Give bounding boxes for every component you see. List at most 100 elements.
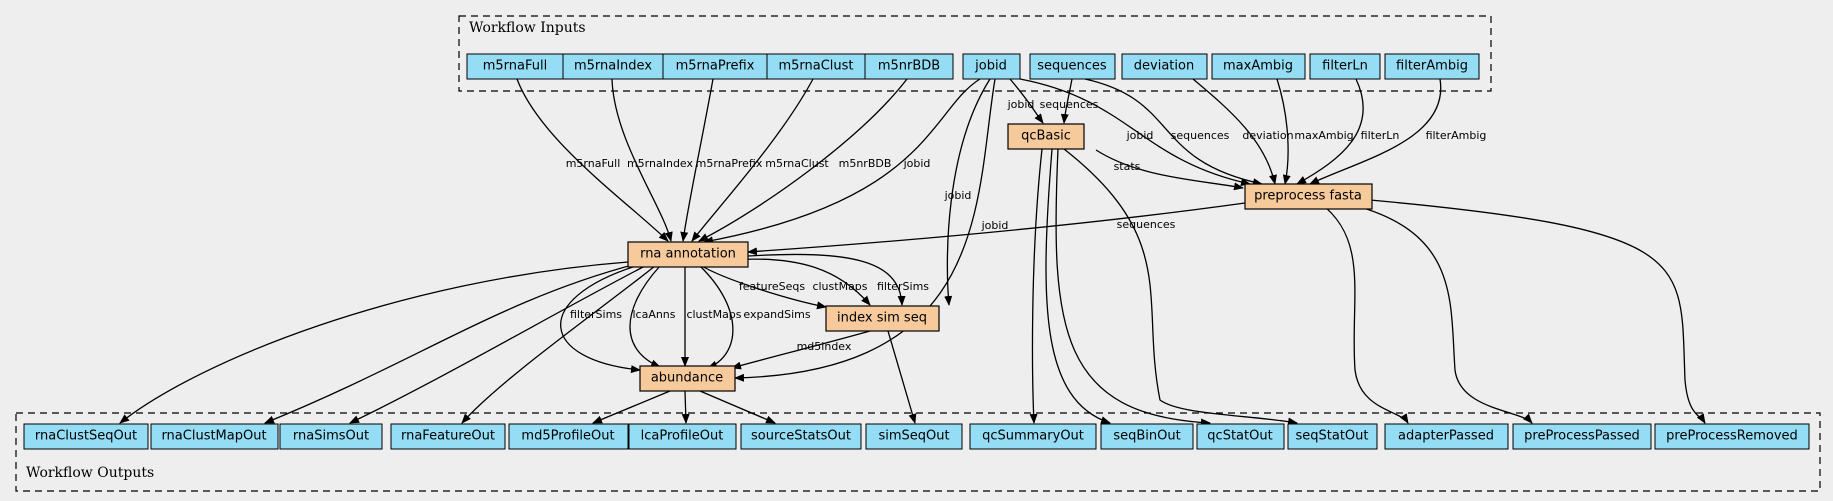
edge-pre-preProcessPassed xyxy=(1344,202,1533,424)
input-node-m5rnaIndex[interactable]: m5rnaIndex xyxy=(562,53,664,80)
edge-sequences-qc xyxy=(1060,78,1073,124)
edge-m5nrBDB xyxy=(698,78,908,242)
input-label-sequences: sequences xyxy=(1037,59,1107,74)
input-label-jobid: jobid xyxy=(974,59,1007,74)
output-label-qcSummaryOut: qcSummaryOut xyxy=(982,429,1084,444)
output-node-preProcessPassed[interactable]: preProcessPassed xyxy=(1512,423,1652,450)
edge-filterLn xyxy=(1296,78,1364,185)
edge-md5index xyxy=(731,330,871,370)
edge-label-m5nrBDB: m5nrBDB xyxy=(839,157,892,170)
input-node-m5rnaPrefix[interactable]: m5rnaPrefix xyxy=(662,53,768,80)
edge-rna-rnaFeatureOut xyxy=(461,265,656,424)
output-node-rnaFeatureOut[interactable]: rnaFeatureOut xyxy=(390,423,506,450)
edge-label-clustMaps-index: clustMaps xyxy=(812,280,867,293)
output-node-rnaSimsOut[interactable]: rnaSimsOut xyxy=(279,423,383,450)
edge-jobid-abundance xyxy=(734,78,996,382)
output-label-rnaFeatureOut: rnaFeatureOut xyxy=(401,429,495,444)
output-node-seqStatOut[interactable]: seqStatOut xyxy=(1287,423,1378,450)
edge-sequences-pre xyxy=(1084,78,1263,187)
edge-qc-qcSummaryOut xyxy=(1029,148,1043,424)
output-node-lcaProfileOut[interactable]: lcaProfileOut xyxy=(628,423,737,450)
output-node-qcStatOut[interactable]: qcStatOut xyxy=(1196,423,1285,450)
output-label-rnaSimsOut: rnaSimsOut xyxy=(293,429,369,444)
edge-label-sequences-pre: sequences xyxy=(1171,129,1230,142)
step-node-qcBasic[interactable]: qcBasic xyxy=(1007,123,1085,150)
edge-qc-qcStatOut xyxy=(1055,148,1211,427)
step-node-rna-annotation[interactable]: rna annotation xyxy=(627,241,749,268)
edge-label-jobid-abundance: jobid xyxy=(981,219,1009,232)
input-node-maxAmbig[interactable]: maxAmbig xyxy=(1211,53,1306,80)
edge-m5rnaIndex xyxy=(611,78,673,242)
output-node-qcSummaryOut[interactable]: qcSummaryOut xyxy=(969,423,1097,450)
output-label-seqStatOut: seqStatOut xyxy=(1295,429,1368,444)
output-node-adapterPassed[interactable]: adapterPassed xyxy=(1384,423,1509,450)
step-label-qcBasic: qcBasic xyxy=(1021,129,1071,144)
input-label-m5nrBDB: m5nrBDB xyxy=(878,59,940,74)
edge-pre-preProcessRemoved xyxy=(1369,199,1706,424)
edge-ab-md5ProfileOut xyxy=(592,390,671,424)
edge-ab-sourceStatsOut xyxy=(699,390,776,424)
step-node-preprocess-fasta[interactable]: preprocess fasta xyxy=(1244,183,1373,210)
edge-m5rnaPrefix xyxy=(680,78,714,242)
edge-rna-rnaClustSeqOut xyxy=(119,261,629,424)
edge-label-m5rnaClust: m5rnaClust xyxy=(765,157,829,170)
output-label-adapterPassed: adapterPassed xyxy=(1398,429,1494,444)
edge-maxAmbig xyxy=(1276,78,1291,185)
input-node-m5rnaFull[interactable]: m5rnaFull xyxy=(466,53,564,80)
input-label-filterAmbig: filterAmbig xyxy=(1396,59,1468,74)
edge-label-filterAmbig: filterAmbig xyxy=(1426,129,1487,142)
edge-lcaAnns xyxy=(629,265,661,368)
edge-sequences-rna xyxy=(747,202,1246,256)
edge-jobid-qc xyxy=(1009,78,1044,124)
edge-label-m5rnaFull: m5rnaFull xyxy=(566,157,621,170)
input-label-m5rnaFull: m5rnaFull xyxy=(483,59,548,74)
step-nodes: qcBasic preprocess fasta rna annotation … xyxy=(627,123,1373,392)
edge-label-jobid-index: jobid xyxy=(944,189,972,202)
output-label-seqBinOut: seqBinOut xyxy=(1113,429,1180,444)
edge-clustMaps-index xyxy=(729,258,871,306)
input-node-deviation[interactable]: deviation xyxy=(1121,53,1208,80)
edge-label-expandSims: expandSims xyxy=(743,308,811,321)
output-node-sourceStatsOut[interactable]: sourceStatsOut xyxy=(740,423,862,450)
output-node-rnaClustSeqOut[interactable]: rnaClustSeqOut xyxy=(23,423,149,450)
input-node-m5nrBDB[interactable]: m5nrBDB xyxy=(864,53,954,80)
edge-label-clustMaps-ab: clustMaps xyxy=(686,308,741,321)
output-node-seqBinOut[interactable]: seqBinOut xyxy=(1100,423,1194,450)
edge-featureSeqs xyxy=(699,264,827,310)
workflow-inputs-label: Workflow Inputs xyxy=(469,20,586,36)
edge-jobid-index xyxy=(944,78,991,306)
input-label-deviation: deviation xyxy=(1134,59,1194,74)
edge-pre-adapterPassed xyxy=(1319,202,1409,424)
output-node-md5ProfileOut[interactable]: md5ProfileOut xyxy=(508,423,629,450)
input-label-m5rnaPrefix: m5rnaPrefix xyxy=(676,59,755,74)
output-label-preProcessPassed: preProcessPassed xyxy=(1524,429,1640,444)
edge-label-maxAmbig: maxAmbig xyxy=(1294,129,1353,142)
input-node-jobid[interactable]: jobid xyxy=(962,53,1021,80)
edge-filterSims-index xyxy=(747,253,906,306)
edge-filterAmbig xyxy=(1309,78,1442,185)
output-node-preProcessRemoved[interactable]: preProcessRemoved xyxy=(1654,423,1810,450)
output-node-rnaClustMapOut[interactable]: rnaClustMapOut xyxy=(150,423,279,450)
edge-expandSims xyxy=(699,265,734,369)
edge-index-simSeqOut xyxy=(887,330,917,424)
edge-label-md5index: md5index xyxy=(797,340,852,353)
edge-label-filterSims-ab: filterSims xyxy=(570,308,622,321)
edge-label-featureSeqs: featureSeqs xyxy=(739,280,805,293)
edge-label-filterLn: filterLn xyxy=(1361,129,1400,142)
input-node-filterAmbig[interactable]: filterAmbig xyxy=(1384,53,1480,80)
input-label-filterLn: filterLn xyxy=(1322,59,1368,74)
output-nodes: rnaClustSeqOut rnaClustMapOut rnaSimsOut… xyxy=(23,423,1810,450)
step-node-abundance[interactable]: abundance xyxy=(639,365,736,392)
output-label-qcStatOut: qcStatOut xyxy=(1207,429,1272,444)
output-node-simSeqOut[interactable]: simSeqOut xyxy=(865,423,963,450)
edge-label-m5rnaPrefix: m5rnaPrefix xyxy=(696,157,763,170)
input-node-filterLn[interactable]: filterLn xyxy=(1309,53,1381,80)
edge-ab-lcaProfileOut xyxy=(681,390,690,424)
step-label-index-sim-seq: index sim seq xyxy=(837,311,927,326)
input-node-m5rnaClust[interactable]: m5rnaClust xyxy=(766,53,866,80)
step-label-preprocess-fasta: preprocess fasta xyxy=(1254,189,1362,204)
workflow-inputs-cluster: Workflow Inputs xyxy=(458,15,1492,92)
input-node-sequences[interactable]: sequences xyxy=(1029,53,1116,80)
step-node-index-sim-seq[interactable]: index sim seq xyxy=(825,305,940,332)
